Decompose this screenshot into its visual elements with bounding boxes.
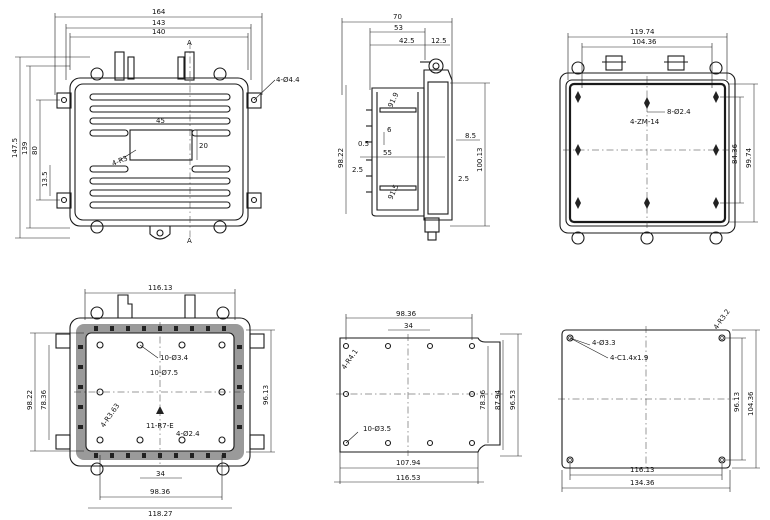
plate-holes: [342, 342, 476, 447]
base-interior-view: 116.13: [26, 284, 275, 518]
dim-base-98v: 98.22: [26, 390, 34, 410]
dim-side-05: 0.5: [358, 140, 369, 148]
dim-cover-chamfer: 4-C1.4x1.9: [610, 354, 648, 362]
dim-plate-107: 107.94: [396, 459, 421, 467]
dim-side-25a: 2.5: [352, 166, 363, 174]
front-section-a-bottom: A: [187, 237, 192, 245]
dim-plate-98: 98.36: [396, 310, 417, 318]
base-gasket-ribs: [78, 326, 242, 458]
dim-lid-104: 104.36: [632, 38, 657, 46]
dim-plate-holes: 10-Ø3.5: [363, 425, 391, 433]
dim-lid-screw: 4-ZM-14: [630, 118, 660, 126]
dim-base-118: 118.27: [148, 510, 173, 518]
side-section-view: 70 53 42.5 12.5 98.22 100.13: [337, 13, 490, 241]
front-ribs: [89, 93, 231, 209]
dim-side-55: 55: [383, 149, 392, 157]
dim-front-139: 139: [21, 142, 29, 155]
cover-plate-view: 4-Ø3.3 4-C1.4x1.9 4-R3.2 96.13 104.36 11…: [558, 308, 760, 492]
dim-base-78: 78.36: [40, 389, 48, 410]
dim-side-12: 12.5: [431, 37, 447, 45]
dim-cover-r3: 4-R3.2: [712, 308, 732, 331]
dim-front-143: 143: [152, 19, 165, 27]
front-section-a-top: A: [187, 39, 192, 47]
dim-lid-84: 84.36: [731, 143, 739, 164]
dim-base-96: 96.13: [262, 385, 270, 405]
dim-side-6: 6: [387, 126, 392, 134]
dim-front-20: 20: [199, 142, 208, 150]
dim-lid-119: 119.74: [630, 28, 655, 36]
dim-base-98w: 98.36: [150, 488, 171, 496]
base-holes: [96, 341, 226, 444]
dim-base-rib: 11-R7-E: [146, 422, 174, 430]
dim-side-25b: 2.5: [458, 175, 469, 183]
dim-cover-holes: 4-Ø3.3: [592, 339, 616, 347]
dim-plate-96: 96.53: [509, 390, 517, 410]
dim-lid-holes: 8-Ø2.4: [667, 108, 691, 116]
dim-front-147: 147.5: [11, 138, 19, 158]
dim-side-42: 42.5: [399, 37, 415, 45]
front-view: 164 143 140 147.5 139 80 13.5: [11, 8, 300, 245]
lid-screw-markers: [575, 91, 719, 209]
cover-corner-holes: [566, 334, 726, 464]
side-fins: [366, 109, 372, 193]
dim-side-919: 91.9: [387, 91, 401, 109]
dim-side-70: 70: [393, 13, 402, 21]
dim-cover-116: 116.13: [630, 466, 655, 474]
dim-cover-104: 104.36: [747, 391, 755, 416]
dim-base-116: 116.13: [148, 284, 173, 292]
dim-cover-134: 134.36: [630, 479, 655, 487]
dim-base-holes10b: 10-Ø7.5: [150, 369, 178, 377]
dim-base-holes10a: 10-Ø3.4: [160, 354, 189, 362]
dim-front-45: 45: [156, 117, 165, 125]
lid-interior-view: 119.74 104.36 8: [559, 28, 758, 245]
dim-plate-34: 34: [404, 322, 413, 330]
dim-base-34: 34: [156, 470, 165, 478]
dim-front-164: 164: [152, 8, 166, 16]
dim-front-holes: 4-Ø4.4: [276, 76, 300, 84]
dim-cover-96: 96.13: [733, 392, 741, 412]
dim-side-100: 100.13: [476, 148, 484, 173]
dim-base-holes4: 4-Ø2.4: [176, 430, 200, 438]
dim-side-85: 8.5: [465, 132, 476, 140]
dim-plate-116: 116.53: [396, 474, 421, 482]
mounting-plate-view: 98.36 34 4-R4.1 10-Ø3.5 78.36 87.94 96.5…: [334, 310, 522, 484]
dim-plate-78: 78.36: [479, 389, 487, 410]
dim-front-13: 13.5: [41, 171, 49, 187]
dim-lid-99: 99.74: [745, 147, 753, 168]
dim-side-98: 98.22: [337, 148, 345, 168]
dim-side-53: 53: [394, 24, 403, 32]
dim-plate-r4: 4-R4.1: [340, 348, 360, 371]
dim-front-140: 140: [152, 28, 165, 36]
dim-front-80: 80: [31, 146, 39, 155]
dim-plate-87: 87.94: [494, 389, 502, 410]
